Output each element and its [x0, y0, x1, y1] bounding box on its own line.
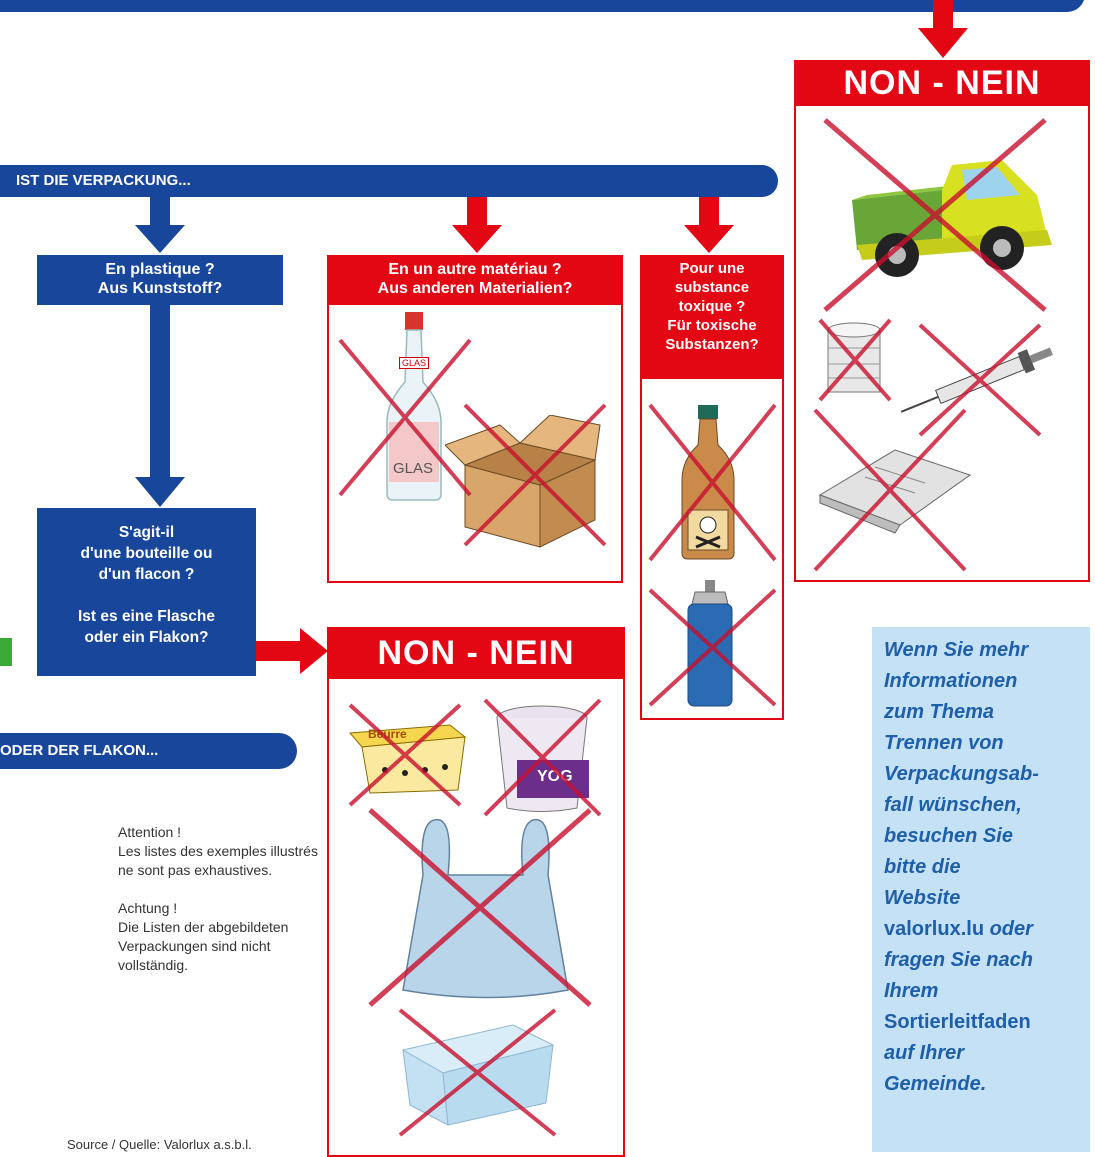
info-line-11: Ihrem	[884, 980, 939, 1002]
info-line-7: besuchen Sie	[884, 825, 1013, 847]
cross-can-icon	[818, 318, 892, 402]
bottle-line-6: oder ein Flakon?	[84, 629, 209, 646]
info-line-5: Verpackungsab-	[884, 763, 1039, 785]
info-line-13: Gemeinde.	[884, 1073, 987, 1095]
info-line-12: auf Ihrer	[884, 1042, 965, 1064]
plastic-question-box: En plastique ? Aus Kunststoff?	[37, 255, 283, 305]
toxic-question-box: Pour une substance toxique ? Für toxisch…	[640, 255, 784, 379]
attention-de-line-2: Verpackungen sind nicht	[118, 938, 271, 954]
cross-container-icon	[398, 1008, 557, 1137]
glass-label-small: GLAS	[399, 357, 430, 369]
attention-de-title: Achtung !	[118, 900, 178, 916]
info-line-4: Trennen von	[884, 732, 1004, 754]
bottle-line-2: d'une bouteille ou	[80, 545, 213, 562]
cross-newspaper-icon	[813, 408, 967, 572]
toxic-line-5: Substanzen?	[665, 336, 759, 353]
cross-yoghurt-icon	[483, 698, 602, 817]
bottle-line-4	[37, 585, 256, 606]
arrow-down-red-icon	[684, 197, 734, 253]
middle-nein-label: NON - NEIN	[327, 627, 625, 679]
spray-can-icon	[687, 580, 733, 707]
info-line-6: fall wünschen,	[884, 794, 1022, 816]
plastic-container-icon	[401, 1024, 555, 1126]
info-box: Wenn Sie mehr Informationen zum Thema Tr…	[872, 627, 1090, 1152]
green-connector	[0, 638, 12, 666]
top-bar	[0, 0, 1085, 12]
top-nein-label: NON - NEIN	[794, 60, 1090, 106]
attention-fr-line-1: Les listes des exemples illustrés	[118, 843, 318, 859]
attention-note: Attention ! Les listes des exemples illu…	[118, 823, 318, 975]
cross-bag-icon	[368, 808, 592, 1007]
cross-bottle-icon	[338, 338, 472, 497]
toxic-line-3: toxique ?	[678, 298, 746, 315]
cross-toxic-bottle-icon	[648, 403, 777, 562]
cross-truck-icon	[823, 118, 1047, 312]
main-question-bar: IST DIE VERPACKUNG...	[0, 165, 778, 197]
truck-icon	[852, 160, 1052, 277]
other-material-box: En un autre matériau ? Aus anderen Mater…	[327, 255, 623, 305]
attention-de-line-1: Die Listen der abgebildeten	[118, 919, 289, 935]
website-link[interactable]: valorlux.lu	[884, 918, 985, 940]
bottle-line-1: S'agit-il	[118, 524, 175, 541]
info-guide: Sortierleitfaden	[884, 1011, 1031, 1033]
bottle-line-3: d'un flacon ?	[98, 566, 195, 583]
toxic-line-4: Für toxische	[667, 317, 757, 334]
flakon-bar: ODER DER FLAKON...	[0, 733, 297, 769]
attention-de-line-3: vollständig.	[118, 957, 189, 973]
toxic-line-1: Pour une	[679, 260, 745, 277]
cross-spray-icon	[648, 588, 777, 707]
info-line-10: fragen Sie nach	[884, 949, 1033, 971]
other-material-fr: En un autre matériau ?	[388, 261, 562, 278]
main-question-label: IST DIE VERPACKUNG...	[16, 172, 191, 189]
flakon-bar-label: ODER DER FLAKON...	[0, 742, 159, 759]
plastic-question-de: Aus Kunststoff?	[97, 280, 223, 297]
info-line-2: Informationen	[884, 670, 1018, 692]
cross-syringe-icon	[918, 323, 1042, 437]
attention-fr-line-2: ne sont pas exhaustives.	[118, 862, 273, 878]
arrow-down-icon	[918, 0, 968, 58]
glass-label-big: GLAS	[393, 460, 434, 477]
arrow-down-blue-icon	[135, 305, 185, 507]
info-line-9: Website	[884, 887, 961, 909]
info-line-8: bitte die	[884, 856, 961, 878]
other-material-de: Aus anderen Materialien?	[377, 280, 573, 297]
cross-box-icon	[463, 403, 607, 547]
source-note: Source / Quelle: Valorlux a.s.b.l.	[67, 1137, 252, 1152]
arrow-down-blue-icon	[135, 197, 185, 253]
info-line-3: zum Thema	[884, 701, 995, 723]
attention-fr-title: Attention !	[118, 824, 182, 840]
bottle-line-5: Ist es eine Flasche	[78, 608, 215, 625]
bottle-question-box: S'agit-il d'une bouteille ou d'un flacon…	[37, 508, 256, 676]
plastic-question-fr: En plastique ?	[105, 261, 215, 278]
toxic-line-2: substance	[674, 279, 750, 296]
glass-bottle-icon: GLAS GLAS	[383, 312, 445, 502]
cross-butter-icon	[348, 703, 462, 807]
info-after-website: oder	[984, 918, 1033, 940]
arrow-right-icon	[256, 628, 328, 674]
arrow-down-red-icon	[452, 197, 502, 253]
info-line-1: Wenn Sie mehr	[884, 639, 1029, 661]
